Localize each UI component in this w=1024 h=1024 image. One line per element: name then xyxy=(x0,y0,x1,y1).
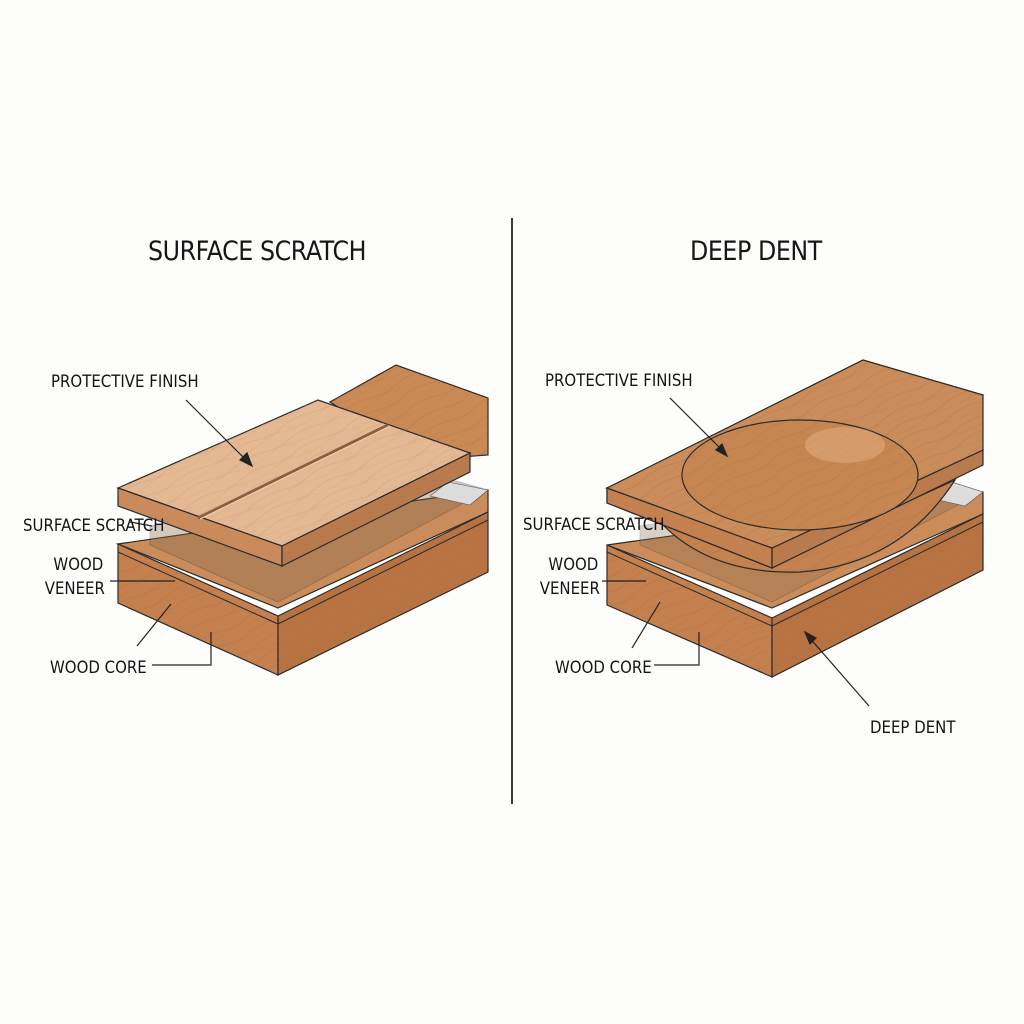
label-wood-veneer-left-line1: WOOD xyxy=(53,555,104,575)
label-wood-veneer-left-line2: VENEER xyxy=(44,579,105,599)
surface-scratch-illustration xyxy=(115,364,490,676)
label-surface-scratch-right: SURFACE SCRATCH xyxy=(523,515,665,535)
label-wood-veneer-right: WOOD VENEER xyxy=(540,553,600,601)
label-surface-scratch-left: SURFACE SCRATCH xyxy=(23,516,165,536)
leader-lines xyxy=(110,397,870,707)
label-deep-dent: DEEP DENT xyxy=(870,718,956,738)
deep-dent-illustration xyxy=(604,359,985,678)
panel-divider xyxy=(511,218,513,804)
label-protective-finish-right: PROTECTIVE FINISH xyxy=(545,371,693,391)
label-wood-veneer-right-line1: WOOD xyxy=(548,555,599,575)
panel-title-deep-dent: DEEP DENT xyxy=(690,236,822,267)
label-wood-core-right: WOOD CORE xyxy=(555,658,652,678)
label-wood-veneer-left: WOOD VENEER xyxy=(45,553,105,601)
scratch-groove xyxy=(197,423,389,520)
panel-title-surface-scratch: SURFACE SCRATCH xyxy=(148,236,367,267)
label-wood-veneer-right-line2: VENEER xyxy=(539,579,600,599)
label-protective-finish-left: PROTECTIVE FINISH xyxy=(51,372,199,392)
label-wood-core-left: WOOD CORE xyxy=(50,658,147,678)
